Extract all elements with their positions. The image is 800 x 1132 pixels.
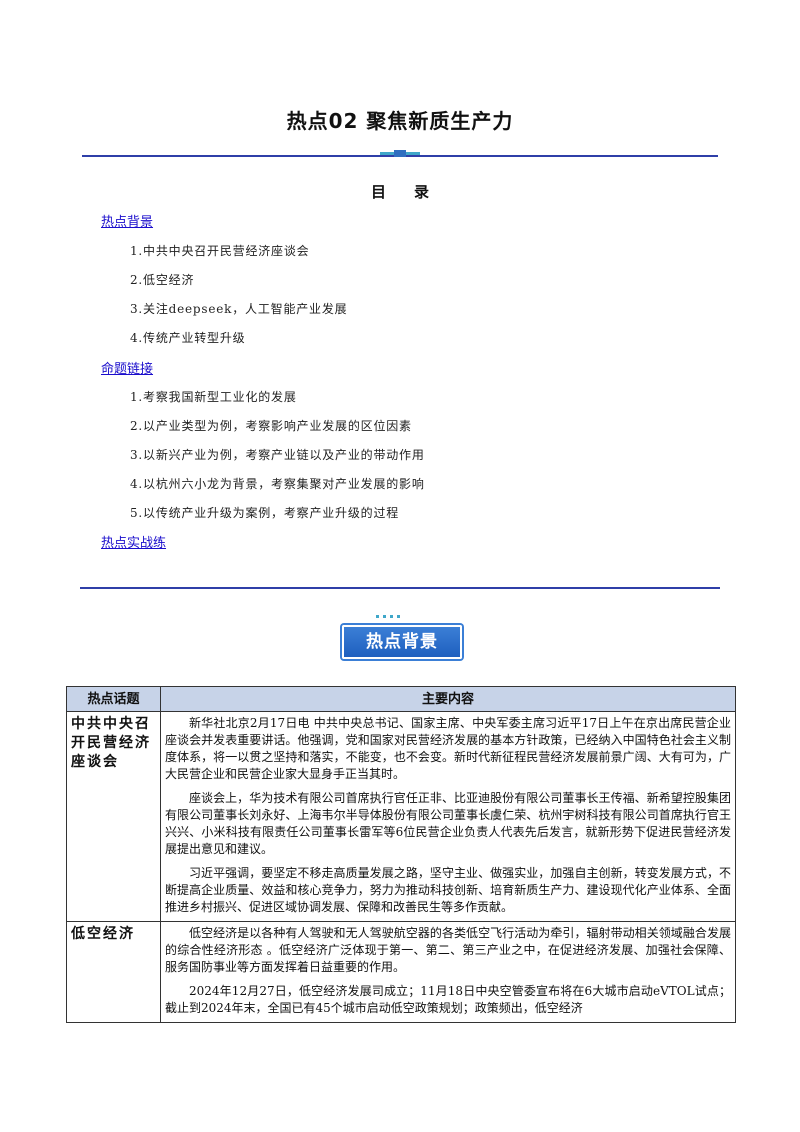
toc-heading: 目录 xyxy=(370,183,430,201)
dots-ornament-icon xyxy=(376,615,400,618)
table-header-row: 热点话题 主要内容 xyxy=(66,686,736,712)
toc-item: 2.以产业类型为例，考察影响产业发展的区位因素 xyxy=(130,419,412,433)
topic-cell: 中共中央召开民营经济座谈会 xyxy=(66,711,161,922)
toc-item: 4.以杭州六小龙为背景，考察集聚对产业发展的影响 xyxy=(130,477,425,491)
content-paragraph: 座谈会上，华为技术有限公司首席执行官任正非、比亚迪股份有限公司董事长王传福、新希… xyxy=(165,791,731,856)
toc-link-question-links[interactable]: 命题链接 xyxy=(101,362,154,377)
toc-item: 3.关注deepseek，人工智能产业发展 xyxy=(130,302,348,316)
table-row: 中共中央召开民营经济座谈会 新华社北京2月17日电 中共中央总书记、国家主席、中… xyxy=(66,711,736,922)
divider-ornament-icon xyxy=(380,150,420,157)
column-header: 主要内容 xyxy=(160,686,736,712)
content-cell: 低空经济是以各种有人驾驶和无人驾驶航空器的各类低空飞行活动为牵引，辐射带动相关领… xyxy=(160,921,736,1023)
section-badge-label: 热点背景 xyxy=(366,632,438,652)
toc-item: 2.低空经济 xyxy=(130,273,195,287)
table-row: 低空经济 低空经济是以各种有人驾驶和无人驾驶航空器的各类低空飞行活动为牵引，辐射… xyxy=(66,921,736,1023)
content-paragraph: 低空经济是以各种有人驾驶和无人驾驶航空器的各类低空飞行活动为牵引，辐射带动相关领… xyxy=(165,926,731,974)
toc-link-practice[interactable]: 热点实战练 xyxy=(101,536,167,551)
toc-item: 1.考察我国新型工业化的发展 xyxy=(130,390,297,404)
toc-item: 5.以传统产业升级为案例，考察产业升级的过程 xyxy=(130,506,400,520)
page-title: 热点02 聚焦新质生产力 xyxy=(286,109,514,133)
content-paragraph: 新华社北京2月17日电 中共中央总书记、国家主席、中央军委主席习近平17日上午在… xyxy=(165,716,731,781)
topic-cell: 低空经济 xyxy=(66,921,161,1023)
toc-link-hot-background[interactable]: 热点背景 xyxy=(101,215,154,230)
column-header: 热点话题 xyxy=(66,686,161,712)
toc-item: 1.中共中央召开民营经济座谈会 xyxy=(130,244,310,258)
content-paragraph: 习近平强调，要坚定不移走高质量发展之路，坚守主业、做强实业，加强自主创新，转变发… xyxy=(165,866,731,914)
content-paragraph: 2024年12月27日，低空经济发展司成立；11月18日中央空管委宣布将在6大城… xyxy=(165,984,731,1015)
content-cell: 新华社北京2月17日电 中共中央总书记、国家主席、中央军委主席习近平17日上午在… xyxy=(160,711,736,922)
toc-item: 4.传统产业转型升级 xyxy=(130,331,246,345)
hot-topics-table: 热点话题 主要内容 中共中央召开民营经济座谈会 新华社北京2月17日电 中共中央… xyxy=(66,686,736,1023)
toc-item: 3.以新兴产业为例，考察产业链以及产业的带动作用 xyxy=(130,448,425,462)
section-badge: 热点背景 xyxy=(337,622,463,660)
divider-line xyxy=(80,587,720,589)
